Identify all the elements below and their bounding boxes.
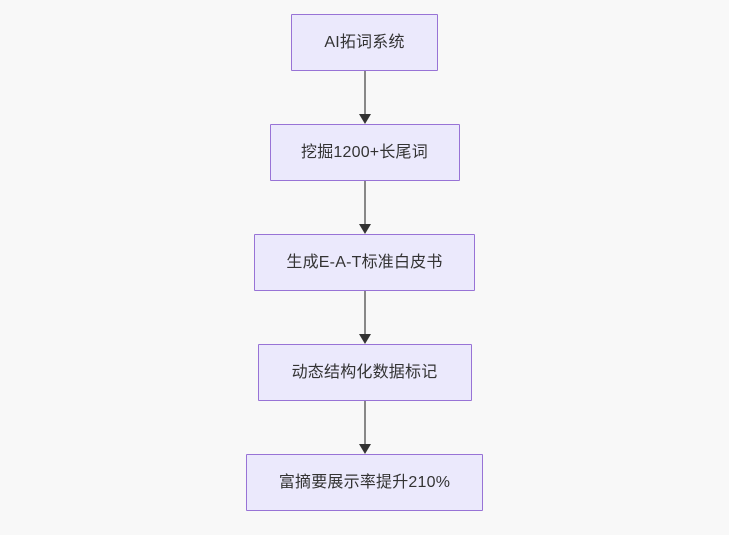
arrowhead-icon <box>358 334 371 344</box>
flow-edge-n2-n3 <box>355 181 375 234</box>
flow-node-dynamic-structured-data-markup[interactable]: 动态结构化数据标记 <box>257 344 472 401</box>
arrowhead-icon <box>358 224 371 234</box>
flow-node-label: 挖掘1200+长尾词 <box>301 143 428 161</box>
flow-edge-n4-n5 <box>355 401 375 454</box>
flow-edge-n1-n2 <box>355 71 375 124</box>
flow-node-rich-snippet-impression-lift[interactable]: 富摘要展示率提升210% <box>246 454 483 511</box>
flow-node-label: 富摘要展示率提升210% <box>278 473 451 491</box>
flow-node-label: AI拓词系统 <box>324 33 405 51</box>
flow-node-label: 动态结构化数据标记 <box>291 363 438 381</box>
connector-line <box>363 71 366 116</box>
flow-node-mine-longtail-keywords[interactable]: 挖掘1200+长尾词 <box>269 124 460 181</box>
flow-node-generate-eat-whitepaper[interactable]: 生成E-A-T标准白皮书 <box>254 234 475 291</box>
connector-line <box>363 401 366 446</box>
flow-node-label: 生成E-A-T标准白皮书 <box>286 253 443 271</box>
arrowhead-icon <box>358 444 371 454</box>
flow-edge-n3-n4 <box>355 291 375 344</box>
arrowhead-icon <box>358 114 371 124</box>
connector-line <box>363 291 366 336</box>
flow-node-ai-keyword-system[interactable]: AI拓词系统 <box>291 14 438 71</box>
connector-line <box>363 181 366 226</box>
